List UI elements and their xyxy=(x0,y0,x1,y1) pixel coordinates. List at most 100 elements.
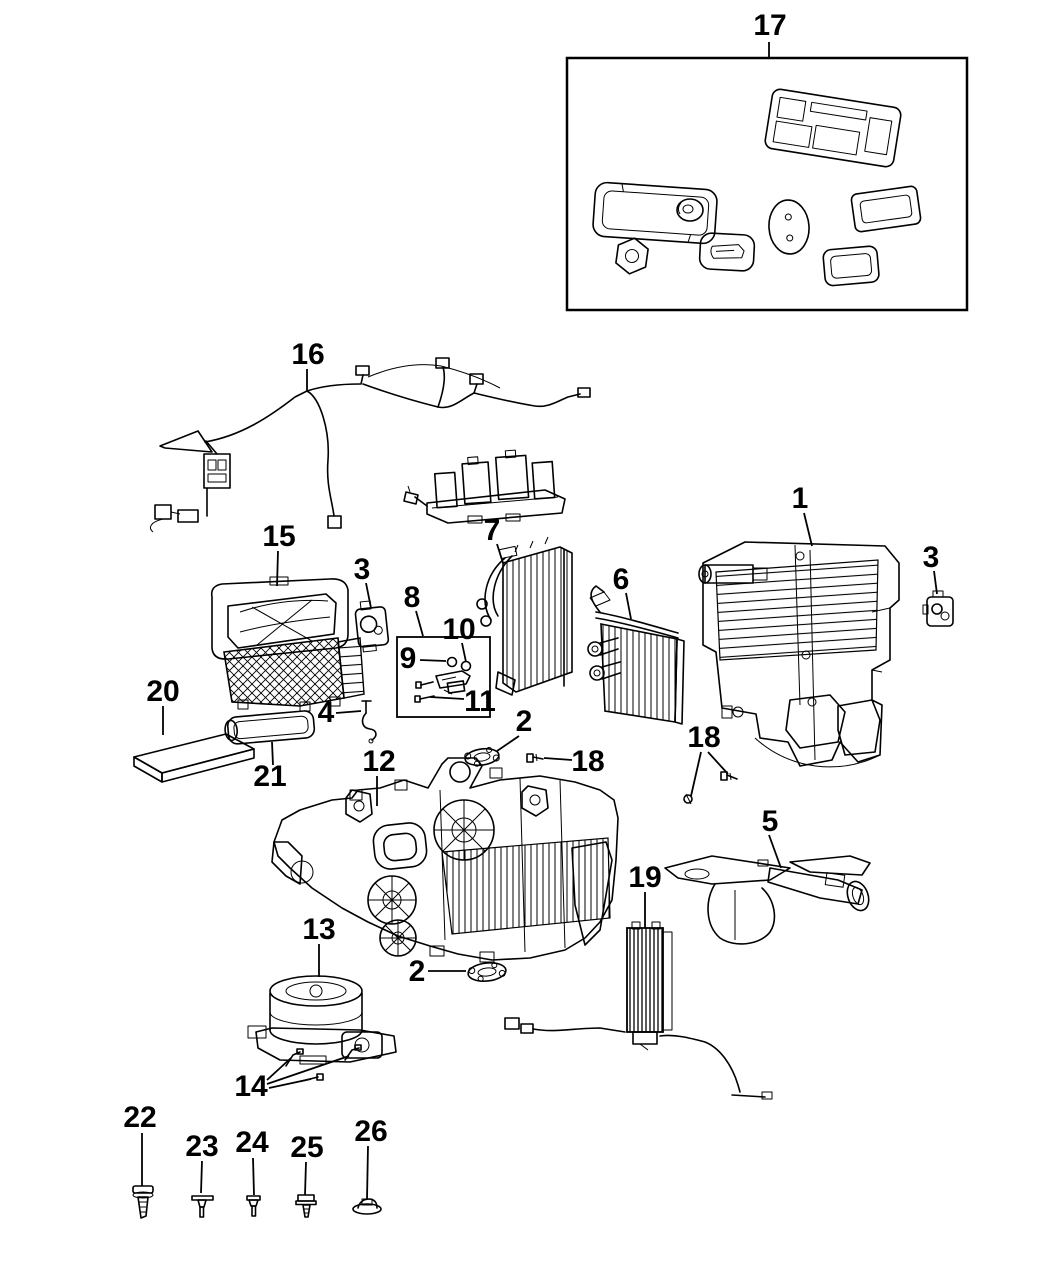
callout-18-bottom: 18 xyxy=(687,721,729,797)
wiring-harness xyxy=(150,357,591,533)
screw-top xyxy=(526,753,544,763)
drain-grommet-bottom xyxy=(467,962,507,982)
callout-10-label: 10 xyxy=(442,613,475,646)
callout-1-label: 1 xyxy=(792,482,809,515)
callout-20: 20 xyxy=(146,675,180,735)
callout-18-top-label: 18 xyxy=(571,745,604,778)
valve-screw-a xyxy=(415,681,434,689)
evaporator-bracket xyxy=(403,449,566,524)
callout-7-label: 7 xyxy=(484,514,501,547)
callout-26: 26 xyxy=(354,1115,388,1200)
callout-10: 10 xyxy=(442,613,476,663)
fastener-nut-26 xyxy=(352,1198,382,1215)
expansion-valve-kit xyxy=(396,636,491,718)
callout-23: 23 xyxy=(185,1130,219,1194)
callout-3-right: 3 xyxy=(923,541,940,595)
callout-2-top: 2 xyxy=(496,705,533,752)
drain-grommet-top xyxy=(464,746,500,767)
grommet-seal xyxy=(676,198,704,222)
callout-11: 11 xyxy=(429,685,496,718)
cabin-air-filter xyxy=(133,733,255,783)
callout-3-right-label: 3 xyxy=(923,541,940,574)
seal-kit-group xyxy=(565,56,969,312)
rect-seal-right xyxy=(850,185,922,233)
callout-12: 12 xyxy=(362,745,396,806)
blower-wheel-mid xyxy=(367,875,417,925)
callout-24-label: 24 xyxy=(235,1126,269,1159)
intake-housing xyxy=(210,576,365,712)
callout-16: 16 xyxy=(291,338,325,391)
callout-18-top: 18 xyxy=(543,745,605,778)
callout-6: 6 xyxy=(613,563,632,620)
callout-2-bottom: 2 xyxy=(409,955,466,988)
rect-seal-bottom xyxy=(822,245,880,287)
callout-1: 1 xyxy=(792,482,813,547)
callout-14-label: 14 xyxy=(234,1070,268,1103)
callout-22-label: 22 xyxy=(123,1101,156,1134)
callout-25: 25 xyxy=(290,1131,324,1196)
callout-6-label: 6 xyxy=(613,563,630,596)
callout-5: 5 xyxy=(762,805,782,869)
callout-21-label: 21 xyxy=(253,760,286,793)
oval-seal xyxy=(768,199,810,255)
callout-7: 7 xyxy=(484,514,504,564)
callout-8: 8 xyxy=(404,581,424,637)
callout-19: 19 xyxy=(628,861,662,928)
upper-housing xyxy=(698,541,900,768)
detail-box xyxy=(396,636,491,718)
callout-3-left: 3 xyxy=(354,553,372,609)
fastener-screw-25 xyxy=(295,1194,317,1218)
element-harness xyxy=(504,1017,773,1100)
expansion-valve xyxy=(435,670,471,695)
fastener-rivet-24 xyxy=(246,1195,261,1217)
callout-26-label: 26 xyxy=(354,1115,387,1148)
callout-24: 24 xyxy=(235,1126,269,1196)
actuator-right xyxy=(922,590,954,627)
fastener-screw-22 xyxy=(132,1185,154,1219)
housing-inlet-ring xyxy=(372,822,428,870)
probe-clip xyxy=(361,700,377,744)
callout-4-label: 4 xyxy=(318,696,335,729)
heater-core xyxy=(587,585,685,725)
callout-18-bottom-label: 18 xyxy=(687,721,720,754)
clip-small xyxy=(683,793,693,805)
mounting-screws xyxy=(285,1044,362,1082)
gasket-seal-large xyxy=(592,181,718,245)
callout-11-label: 11 xyxy=(464,685,496,718)
callout-5-label: 5 xyxy=(762,805,779,838)
callout-22: 22 xyxy=(123,1101,157,1186)
callout-21: 21 xyxy=(253,741,287,793)
callout-9-label: 9 xyxy=(400,642,417,675)
inset-box xyxy=(565,56,969,312)
blower-wheel-lower xyxy=(379,919,417,957)
callout-13: 13 xyxy=(302,913,336,977)
callout-17: 17 xyxy=(753,9,787,58)
blower-motor xyxy=(247,975,397,1065)
callout-15-label: 15 xyxy=(262,520,295,553)
callout-20-label: 20 xyxy=(146,675,179,708)
screw-bottom xyxy=(720,771,738,781)
callout-17-label: 17 xyxy=(753,9,786,42)
fastener-pushpin-23 xyxy=(191,1195,214,1218)
callout-14: 14 xyxy=(234,1055,350,1103)
callout-23-label: 23 xyxy=(185,1130,218,1163)
main-housing xyxy=(271,757,619,963)
callout-15: 15 xyxy=(262,520,296,587)
o-ring-b xyxy=(460,660,472,672)
callout-9: 9 xyxy=(400,642,447,675)
o-ring-a xyxy=(446,656,458,668)
callout-25-label: 25 xyxy=(290,1131,323,1164)
heater-element xyxy=(626,921,673,1045)
callout-2-bottom-label: 2 xyxy=(409,955,426,988)
square-seal xyxy=(698,232,756,272)
panel-seal xyxy=(764,88,902,168)
callout-12-label: 12 xyxy=(362,745,395,778)
callout-8-label: 8 xyxy=(404,581,421,614)
callout-13-label: 13 xyxy=(302,913,335,946)
callout-4: 4 xyxy=(318,696,362,729)
evaporator-core xyxy=(476,536,573,696)
callout-19-label: 19 xyxy=(628,861,661,894)
callout-2-top-label: 2 xyxy=(516,705,533,738)
